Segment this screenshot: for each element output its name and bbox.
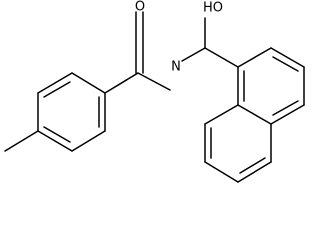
bond-aryl-carbonyl: [104, 72, 139, 94]
bond-naph-inner-1: [272, 56, 299, 72]
chemical-structure-diagram: O N HO: [4, 0, 305, 183]
bond-ring-a-inner-1: [43, 81, 71, 98]
bond-ch-naphthyl: [204, 47, 239, 68]
bond-naph-inner-5: [239, 157, 266, 174]
bond-carbonyl-nitrogen: [137, 72, 171, 91]
hydroxyl-atom-label: HO: [203, 1, 223, 16]
bond-ring-a-2: [71, 72, 106, 94]
bond-naph-4: [270, 104, 305, 125]
naphthalene-ring-system: [204, 47, 305, 183]
bond-methyl: [4, 130, 39, 152]
toluoyl-ring: [37, 72, 106, 152]
bond-naph-2: [270, 47, 305, 68]
oxygen-atom-label: O: [135, 0, 145, 15]
bond-nitrogen-ch: [181, 47, 206, 62]
bond-naph-10: [237, 161, 272, 183]
bond-naph-7: [204, 104, 239, 125]
bond-ring-a-1: [37, 72, 73, 94]
bond-naph-5: [237, 104, 272, 125]
bond-ring-a-4: [71, 130, 106, 152]
bond-naph-1: [237, 47, 272, 68]
bond-naph-inner-2: [272, 100, 299, 116]
bond-naph-9: [204, 161, 239, 183]
bond-ring-a-inner-3: [43, 126, 71, 143]
bond-ring-a-5: [37, 130, 73, 152]
nitrogen-atom-label: N: [171, 60, 181, 75]
